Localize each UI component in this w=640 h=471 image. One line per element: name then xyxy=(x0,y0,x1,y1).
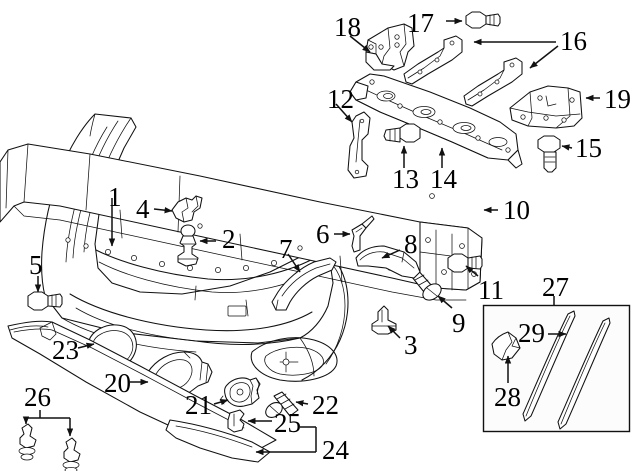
callout-4[interactable]: 4 xyxy=(136,194,150,224)
part-side-retainer-4 xyxy=(171,195,203,223)
part-side-support-stay-lower xyxy=(463,57,523,107)
callout-6[interactable]: 6 xyxy=(316,219,330,249)
part-radiator-support-bracket xyxy=(347,111,371,179)
callout-13[interactable]: 13 xyxy=(392,164,419,194)
callout-8[interactable]: 8 xyxy=(404,229,418,259)
callout-20[interactable]: 20 xyxy=(104,368,131,398)
part-headlamp-support-bracket xyxy=(365,23,415,71)
part-clip-26b xyxy=(62,437,81,471)
callout-21[interactable]: 21 xyxy=(185,390,212,420)
callout-18[interactable]: 18 xyxy=(334,12,361,42)
callout-19[interactable]: 19 xyxy=(604,84,631,114)
part-clip-2 xyxy=(177,224,199,267)
part-fog-lamp-assembly xyxy=(219,377,261,407)
callout-11[interactable]: 11 xyxy=(478,275,504,305)
callout-25[interactable]: 25 xyxy=(274,408,301,438)
callout-5[interactable]: 5 xyxy=(29,250,43,280)
callout-22[interactable]: 22 xyxy=(312,390,339,420)
part-mounting-bolt-15 xyxy=(537,135,561,173)
part-side-mount-bracket xyxy=(509,85,583,129)
leader-lines xyxy=(22,17,600,456)
part-valance-lip xyxy=(165,419,271,463)
part-flange-bolt-17 xyxy=(465,11,501,29)
part-pin-6 xyxy=(351,215,375,253)
callout-14[interactable]: 14 xyxy=(430,164,457,194)
callout-9[interactable]: 9 xyxy=(452,308,466,338)
callout-26[interactable]: 26 xyxy=(24,382,51,412)
callout-27[interactable]: 27 xyxy=(542,272,569,302)
part-fog-lamp-screw-22 xyxy=(265,391,299,418)
callout-28[interactable]: 28 xyxy=(494,382,521,412)
part-bumper-filler-8 xyxy=(355,245,421,279)
part-upper-tie-bar xyxy=(349,73,523,169)
part-tie-bar-bolt-13 xyxy=(383,123,421,143)
callout-3[interactable]: 3 xyxy=(404,330,418,360)
part-side-support-stay-upper xyxy=(403,35,463,85)
callout-16[interactable]: 16 xyxy=(560,26,587,56)
callout-1[interactable]: 1 xyxy=(108,182,122,212)
callout-29[interactable]: 29 xyxy=(518,318,545,348)
inset-molding-box xyxy=(482,304,631,433)
callout-12[interactable]: 12 xyxy=(327,84,354,114)
part-side-bracket-7 xyxy=(271,257,337,311)
callout-23[interactable]: 23 xyxy=(52,335,79,365)
callout-24[interactable]: 24 xyxy=(322,435,349,465)
callout-7[interactable]: 7 xyxy=(279,234,293,264)
callout-2[interactable]: 2 xyxy=(222,224,236,254)
part-clip-25 xyxy=(227,409,245,433)
callout-15[interactable]: 15 xyxy=(575,133,602,163)
callout-17[interactable]: 17 xyxy=(407,8,434,38)
callout-10[interactable]: 10 xyxy=(503,195,530,225)
part-clip-26a xyxy=(18,423,37,461)
part-lower-valance xyxy=(7,320,277,456)
